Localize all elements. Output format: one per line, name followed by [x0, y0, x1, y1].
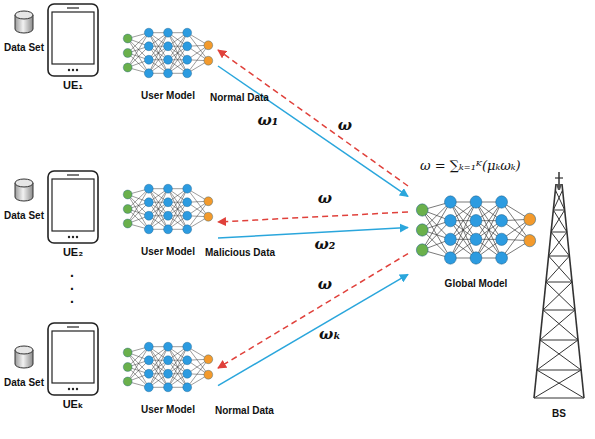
node-label: Global Model — [398, 278, 554, 290]
data-set: Data Set — [2, 8, 46, 54]
user-model-shape — [123, 184, 212, 233]
uplink-arrow — [218, 66, 408, 196]
user-model-shape — [123, 28, 212, 77]
node-label: BS — [515, 408, 595, 420]
node-label: User Model — [108, 404, 228, 416]
user-equipment-shape — [48, 4, 98, 76]
user-equipment: UEₖ — [45, 321, 101, 411]
node-label: UE₁ — [35, 79, 111, 92]
downlink-arrow — [218, 212, 408, 222]
user-model: User Model — [118, 22, 218, 102]
user-model-shape — [123, 342, 212, 391]
data-set-shape — [15, 346, 33, 368]
data-tag: Normal Data — [210, 92, 269, 103]
user-equipment-shape — [48, 323, 98, 395]
user-model: User Model — [118, 336, 218, 416]
uplink-arrow — [218, 274, 408, 385]
weight-label: ω₂ — [315, 235, 336, 253]
user-equipment-icon — [47, 3, 99, 77]
node-label: UE₂ — [35, 246, 111, 259]
user-model-icon — [120, 338, 216, 396]
base-station: BS — [525, 170, 593, 420]
user-equipment-icon — [47, 322, 99, 396]
data-tag: Normal Data — [215, 405, 274, 416]
user-equipment: UE₁ — [45, 2, 101, 92]
data-set-shape — [15, 179, 33, 201]
user-equipment-icon — [47, 170, 99, 244]
data-set: Data Set — [2, 176, 46, 222]
data-set-shape — [15, 11, 33, 33]
global-model: Global Model — [408, 186, 544, 290]
data-set: Data Set — [2, 343, 46, 389]
weight-label: ωₖ — [319, 325, 341, 343]
data-set-icon — [14, 178, 34, 202]
weight-label: ω — [318, 189, 332, 207]
downlink-arrow — [218, 254, 408, 368]
weight-label: ω — [338, 116, 352, 134]
user-model-icon — [120, 180, 216, 238]
base-station-icon — [529, 170, 589, 400]
data-tag: Malicious Data — [205, 247, 275, 258]
user-equipment: UE₂ — [45, 169, 101, 259]
downlink-arrow — [218, 50, 408, 186]
ellipsis-dot: · — [70, 294, 75, 310]
user-equipment-shape — [48, 171, 98, 243]
user-model: User Model — [118, 178, 218, 258]
global-model-icon — [412, 190, 540, 270]
aggregation-formula: ω = ∑ₖ₌₁ᴷ(μₖωₖ) — [420, 158, 521, 173]
data-set-icon — [14, 345, 34, 369]
weight-label: ω₁ — [258, 111, 279, 129]
base-station-shape — [534, 172, 584, 398]
user-model-icon — [120, 24, 216, 82]
data-set-icon — [14, 10, 34, 34]
global-model-shape — [416, 196, 535, 264]
node-label: UEₖ — [35, 398, 111, 411]
uplink-arrow — [218, 228, 408, 238]
weight-label: ω — [318, 275, 332, 293]
